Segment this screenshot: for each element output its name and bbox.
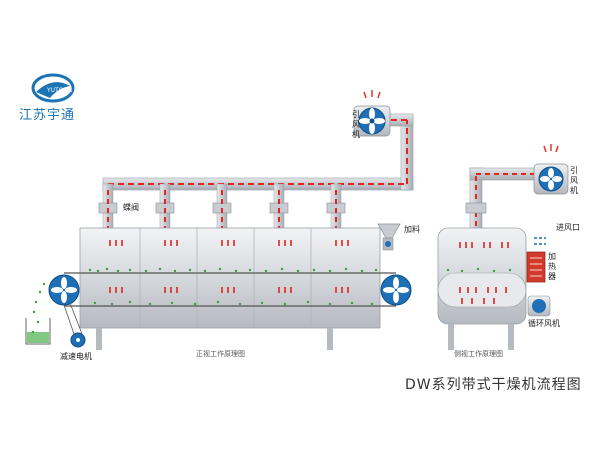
hot-air-flow-side bbox=[459, 242, 509, 304]
branch-pipes bbox=[98, 183, 346, 229]
brand-name: 江苏宇通 bbox=[19, 108, 76, 123]
label-feed: 加料 bbox=[404, 225, 420, 234]
air-inlet-flow bbox=[534, 237, 546, 245]
heat-wave-icon bbox=[363, 90, 381, 99]
branch-pipe bbox=[326, 183, 346, 229]
right-roller bbox=[380, 274, 412, 306]
hot-air-flow-front bbox=[109, 240, 349, 293]
collection-bin bbox=[25, 318, 51, 345]
label-damper: 蝶阀 bbox=[123, 203, 139, 212]
branch-pipe bbox=[212, 183, 232, 229]
heater-unit bbox=[526, 251, 546, 283]
brand-logo: YUTONG bbox=[31, 73, 75, 103]
front-exhaust-fan bbox=[353, 90, 391, 137]
left-roller bbox=[48, 274, 80, 306]
label-heater: 加热器 bbox=[548, 252, 556, 281]
damper-valve bbox=[465, 202, 487, 214]
material-particles-side bbox=[446, 267, 512, 273]
branch-pipe bbox=[98, 183, 118, 229]
side-duct bbox=[465, 167, 543, 229]
reduction-motor bbox=[63, 302, 86, 348]
label-air-inlet: 进风口 bbox=[556, 223, 580, 232]
caption-front-view: 正视工作原理图 bbox=[196, 350, 245, 358]
heat-wave-icon bbox=[543, 144, 559, 153]
dryer-body-side bbox=[437, 227, 551, 350]
label-reduction-motor: 减速电机 bbox=[60, 352, 92, 361]
logo-mark-text: YUTONG bbox=[46, 87, 73, 94]
side-exhaust-fan bbox=[533, 144, 569, 195]
label-exhaust-fan-front: 引风机 bbox=[352, 110, 360, 139]
material-particles bbox=[31, 267, 378, 334]
label-circulation-fan: 循环风机 bbox=[528, 319, 560, 328]
caption-side-view: 侧视工作原理图 bbox=[454, 350, 503, 358]
branch-pipe bbox=[155, 183, 175, 229]
diagram-title: DW系列带式干燥机流程图 bbox=[405, 377, 582, 393]
branch-pipe bbox=[269, 183, 289, 229]
dryer-body-front bbox=[64, 227, 396, 350]
label-exhaust-fan-side: 引风机 bbox=[570, 166, 578, 195]
feed-hopper bbox=[377, 223, 401, 251]
